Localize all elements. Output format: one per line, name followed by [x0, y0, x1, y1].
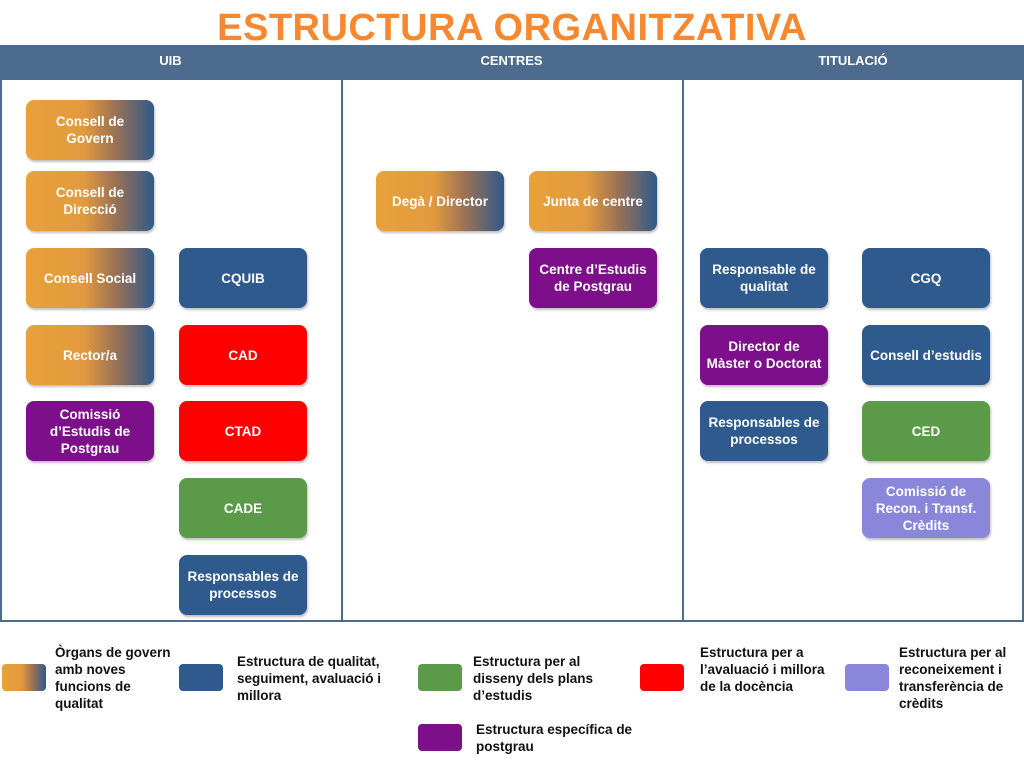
- box-cgq: CGQ: [862, 248, 990, 308]
- box-consell-estudis: Consell d’estudis: [862, 325, 990, 385]
- box-consell-direccio: Consell de Direcció: [26, 171, 154, 231]
- column-centres: [341, 80, 684, 622]
- column-header-titulacio: TITULACIÓ: [818, 53, 888, 68]
- box-ced: CED: [862, 401, 990, 461]
- box-responsables-processos-titulacio: Responsables de processos: [700, 401, 828, 461]
- legend-label-docencia: Estructura per a l’avaluació i millora d…: [700, 645, 825, 694]
- legend-swatch-docencia: [640, 664, 684, 691]
- legend-label-govern: Òrgans de govern amb noves funcions de q…: [55, 645, 171, 711]
- legend-swatch-qualitat: [179, 664, 223, 691]
- legend-swatch-govern: [2, 664, 46, 691]
- box-junta-centre: Junta de centre: [529, 171, 657, 231]
- box-consell-social: Consell Social: [26, 248, 154, 308]
- box-consell-govern: Consell de Govern: [26, 100, 154, 160]
- box-dega-director: Degà / Director: [376, 171, 504, 231]
- box-comissio-recon: Comissió de Recon. i Transf. Crèdits: [862, 478, 990, 538]
- box-cade: CADE: [179, 478, 307, 538]
- legend-label-reconeixement: Estructura per al reconeixement i transf…: [899, 645, 1007, 711]
- column-header-bar: [0, 45, 1024, 80]
- box-responsable-qualitat: Responsable de qualitat: [700, 248, 828, 308]
- box-centre-postgrau: Centre d’Estudis de Postgrau: [529, 248, 657, 308]
- box-ctad: CTAD: [179, 401, 307, 461]
- legend-swatch-reconeixement: [845, 664, 889, 691]
- page-title: ESTRUCTURA ORGANITZATIVA: [217, 7, 807, 49]
- legend-label-qualitat: Estructura de qualitat, seguiment, avalu…: [237, 654, 382, 703]
- legend-label-disseny: Estructura per al disseny dels plans d’e…: [473, 654, 594, 703]
- column-header-centres: CENTRES: [480, 53, 543, 68]
- column-header-uib: UIB: [159, 53, 182, 68]
- legend-swatch-postgrau: [418, 724, 462, 751]
- box-responsables-processos-uib: Responsables de processos: [179, 555, 307, 615]
- box-director-master: Director de Màster o Doctorat: [700, 325, 828, 385]
- legend-label-postgrau: Estructura específica de postgrau: [476, 722, 633, 754]
- box-cquib: CQUIB: [179, 248, 307, 308]
- legend-swatch-disseny: [418, 664, 462, 691]
- box-cad: CAD: [179, 325, 307, 385]
- box-rector: Rector/a: [26, 325, 154, 385]
- box-comissio-postgrau: Comissió d’Estudis de Postgrau: [26, 401, 154, 461]
